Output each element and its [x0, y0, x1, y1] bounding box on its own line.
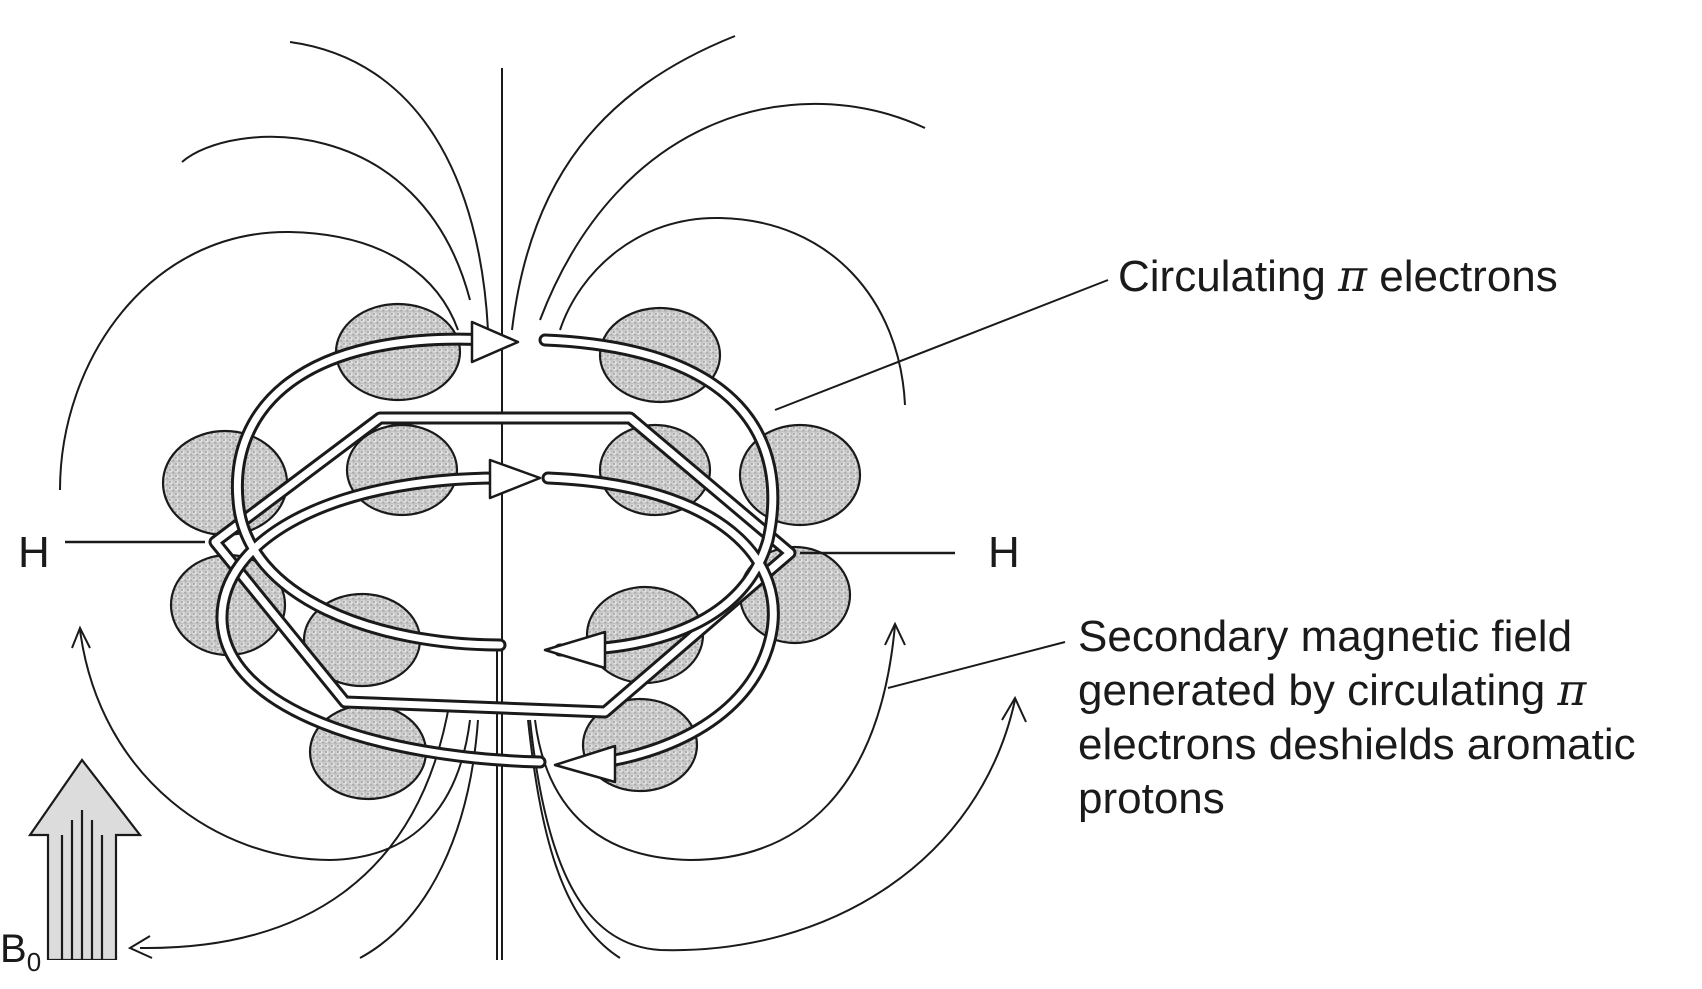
field-line-lower-right-2: [529, 699, 1016, 952]
field-line-lower-right-1: [534, 624, 896, 862]
hydrogen-label-left: H: [18, 528, 50, 577]
secondary-field-label: Secondary magnetic field generated by ci…: [1078, 610, 1636, 826]
field-line-upper-right-3: [559, 216, 906, 406]
arrow-head-icon: [1001, 695, 1027, 723]
secondary-line-4: protons: [1078, 774, 1225, 823]
arrow-head-icon: [71, 625, 91, 649]
applied-field-label: B0: [0, 922, 41, 989]
pi-symbol: π: [1338, 251, 1368, 302]
field-line-upper-right-1: [511, 35, 736, 331]
field-line-lower-left-1: [79, 629, 471, 862]
leader-line-circulating: [774, 279, 1109, 411]
arrow-head-icon: [470, 320, 520, 364]
pi-electron-currents: [215, 320, 780, 784]
leader-lines: [774, 279, 1109, 689]
circulating-suffix: electrons: [1367, 252, 1558, 301]
field-line-upper-left-3: [59, 230, 459, 491]
b0-letter: B: [0, 927, 27, 971]
field-line-upper-left-1: [289, 41, 489, 331]
leader-line-secondary: [887, 641, 1066, 689]
field-line-upper-right-2: [539, 103, 926, 321]
ch-bonds: [65, 540, 955, 555]
secondary-line-2: generated by circulating π: [1078, 664, 1636, 718]
arrow-head-icon: [553, 744, 617, 784]
pi-symbol-secondary: π: [1557, 665, 1587, 716]
b0-subscript: 0: [26, 947, 42, 977]
arrow-head-icon: [884, 621, 906, 646]
arrow-head-icon: [543, 630, 607, 670]
arrow-head-icon: [488, 458, 542, 500]
circulating-prefix: Circulating: [1118, 252, 1339, 301]
field-line-lower-left-2: [139, 699, 451, 950]
arrow-head-icon: [127, 935, 153, 959]
secondary-line-1: Secondary magnetic field: [1078, 612, 1573, 661]
thick-up-arrow-icon: [27, 758, 143, 960]
hydrogen-label-right: H: [988, 528, 1020, 577]
ring-current-diagram: [27, 35, 1109, 960]
circulating-electrons-label: Circulating π electrons: [1118, 250, 1558, 304]
benzene-ring: [208, 411, 797, 719]
secondary-line-2-text: generated by circulating: [1078, 666, 1558, 715]
field-line-upper-left-2: [181, 135, 471, 301]
benzene-hexagon-inner: [211, 414, 794, 716]
secondary-line-3: electrons deshields aromatic: [1078, 720, 1636, 769]
orbital-lobe: [161, 429, 289, 537]
